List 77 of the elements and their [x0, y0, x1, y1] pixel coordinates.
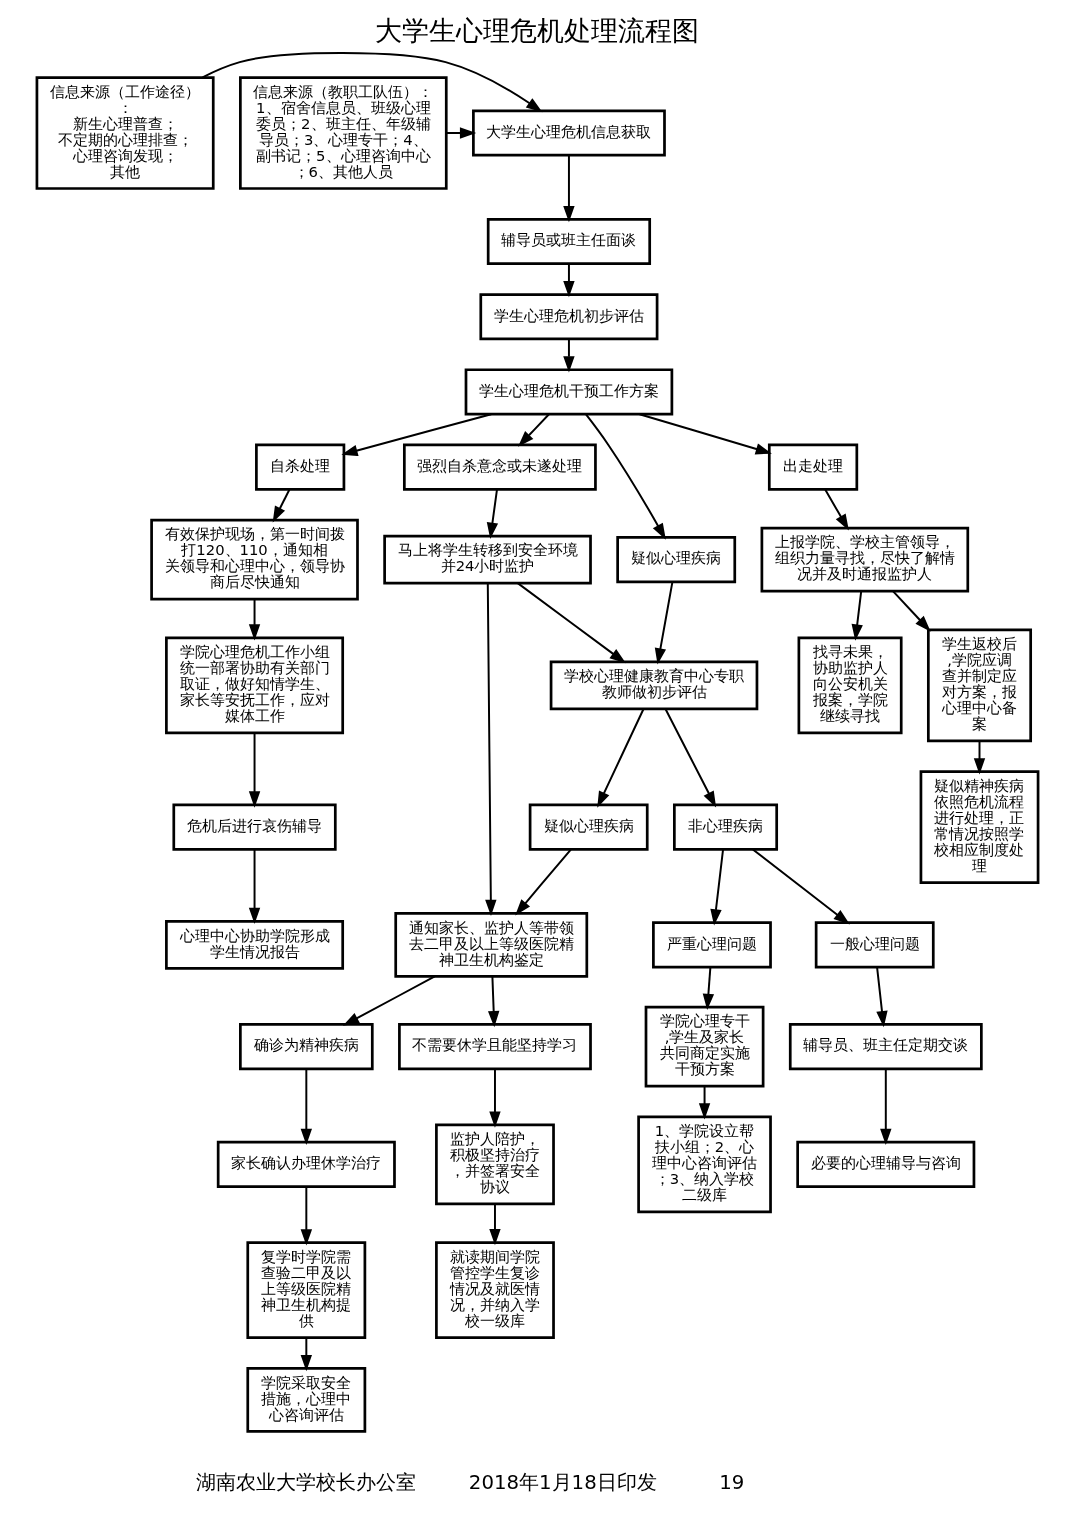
node-box: 自杀处理 — [254, 443, 345, 491]
arrow — [875, 966, 888, 1028]
label: 湖南农业大学校长办公室 — [195, 1470, 416, 1494]
arrow — [879, 1068, 891, 1146]
arrow — [517, 413, 550, 447]
arrow — [248, 732, 260, 808]
node-box: 辅导员或班主任面谈 — [486, 217, 651, 266]
arrow — [562, 262, 575, 298]
node-box: 不需要休学且能坚持学习 — [397, 1023, 592, 1071]
node-box: 学院心理危机工作小组统一部署协助有关部门取证，做好知情学生、家长等安抚工作，应对媒体工作 — [164, 636, 344, 735]
node-box: 非心理疾病 — [672, 803, 778, 851]
arrow — [300, 1186, 312, 1246]
arrow — [698, 1085, 710, 1120]
node-box: 危机后进行哀伤辅导 — [171, 803, 337, 851]
node-box: 强烈自杀意念或未遂处理 — [402, 443, 597, 491]
node-box: 通知家长、监护人等带领去二甲及以上等级医院精神卫生机构鉴定 — [393, 912, 588, 978]
node-box: 大学生心理危机信息获取 — [471, 109, 666, 157]
node-box: 上报学院、学校主管领导，组织力量寻找，尽快了解情况并及时通报监护人 — [760, 526, 969, 593]
arrow — [300, 1068, 312, 1146]
node-box: 找寻未果，协助监护人向公安机关报案，学院继续寻找 — [797, 636, 903, 735]
arrow — [709, 848, 724, 926]
arrow — [488, 1202, 501, 1246]
node-box: 学生心理危机干预工作方案 — [464, 368, 673, 416]
label: 19 — [718, 1470, 744, 1494]
node-box: 严重心理问题 — [651, 921, 772, 969]
node-box: 家长确认办理休学治疗 — [216, 1140, 396, 1188]
arrow — [891, 590, 931, 632]
arrow — [248, 598, 260, 641]
arrow — [342, 975, 436, 1026]
node-box: 确诊为精神疾病 — [238, 1023, 374, 1071]
arrow — [562, 338, 575, 373]
arrow — [340, 413, 492, 456]
arrow — [516, 582, 626, 664]
arrow — [487, 975, 499, 1028]
node-box: 学生返校后,学院应调查并制定应对方案，报心理中心备案 — [926, 628, 1032, 743]
node-box: 疑似精神疾病依照危机流程进行处理，正常情况按照学校相应制度处理 — [919, 770, 1039, 884]
node-box: 必要的心理辅导与咨询 — [795, 1140, 975, 1188]
node-box: 出走处理 — [767, 443, 858, 491]
arrow — [514, 848, 572, 916]
arrow — [248, 848, 260, 925]
arrow — [702, 966, 714, 1011]
arrow — [300, 1336, 312, 1372]
label: 2018年1月18日印发 — [468, 1470, 657, 1494]
arrow — [823, 488, 849, 531]
node-box: 就读期间学院管控学生复诊情况及就医情况，并纳入学校一级库 — [434, 1241, 555, 1339]
arrow — [272, 488, 290, 523]
arrow — [851, 590, 863, 641]
node-box: 学院采取安全措施，心理中心咨询评估 — [245, 1367, 366, 1433]
node-box: 学院心理专干,学生及家长共同商定实施干预方案 — [644, 1005, 764, 1088]
arrow — [201, 52, 542, 113]
diagram-title: 大学生心理危机处理流程图 — [375, 15, 699, 47]
node-box: 心理中心协助学院形成学生情况报告 — [164, 920, 344, 970]
arrow — [484, 582, 497, 917]
node-box: 1、学院设立帮扶小组；2、心理中心咨询评估；3、纳入学校二级库 — [636, 1115, 772, 1214]
node-box: 学校心理健康教育中心专职教师做初步评估 — [549, 660, 758, 711]
arrow — [664, 708, 716, 808]
node-box: 复学时学院需查验二甲及以上等级医院精神卫生机构提供 — [245, 1241, 366, 1339]
node-box: 疑似心理疾病 — [615, 536, 736, 584]
arrow — [562, 154, 575, 223]
node-box: 一般心理问题 — [814, 921, 935, 969]
arrow — [486, 488, 498, 539]
node-box: 疑似心理疾病 — [528, 803, 649, 851]
arrow — [444, 127, 476, 139]
arrow — [488, 1068, 501, 1128]
arrow — [638, 413, 772, 455]
node-box: 有效保护现场，第一时间拨打120、110，通知相关领导和心理中心，领导协商后尽快通知 — [149, 518, 359, 601]
node-box: 信息来源（教职工队伍）： 1、宿舍信息员、班级心理委员；2、班主任、年级辅导员；3、心理专干；4、副书记；5、心理咨询中心；6、其他人员 — [238, 76, 448, 190]
arrow — [654, 581, 673, 665]
node-box: 信息来源（工作途径）： 新生心理普查； 不定期的心理排查； 心理咨询发现； 其他 — [35, 76, 215, 190]
arrow — [584, 413, 666, 540]
node-box: 学生心理危机初步评估 — [478, 293, 658, 341]
arrow — [596, 708, 644, 808]
node-box: 监护人陪护，积极坚持治疗，并签署安全协议 — [434, 1123, 555, 1206]
arrow — [973, 739, 985, 775]
node-box: 辅导员、班主任定期交谈 — [788, 1023, 983, 1071]
arrow — [751, 848, 850, 925]
node-box: 马上将学生转移到安全环境并24小时监护 — [382, 534, 592, 585]
